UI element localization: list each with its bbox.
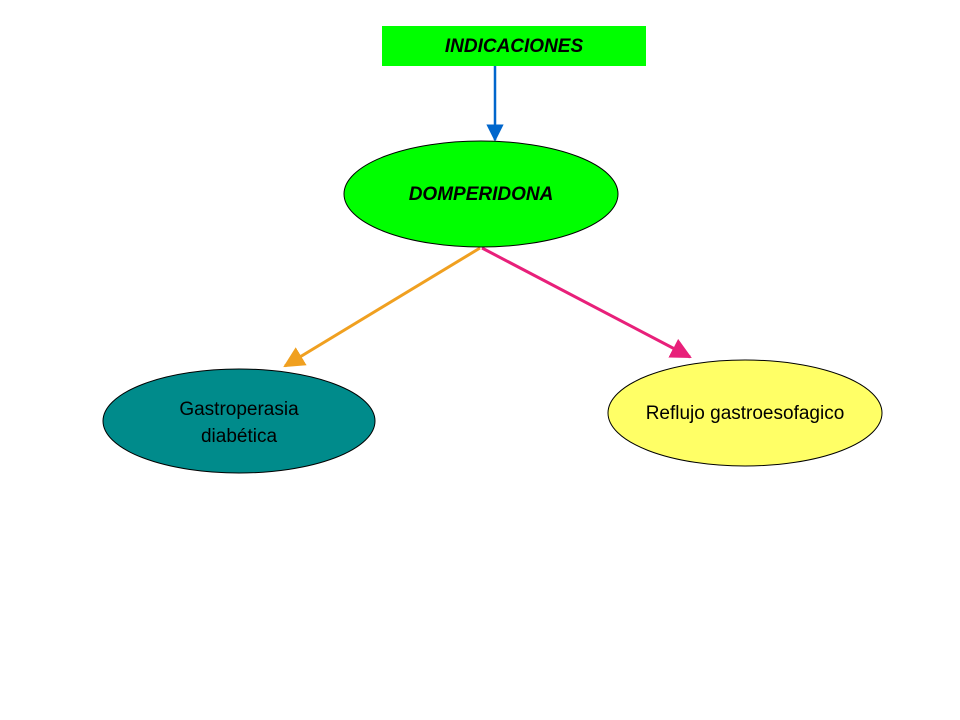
right-node xyxy=(607,359,883,467)
center-node xyxy=(343,140,619,248)
left-node xyxy=(102,368,376,474)
header-label: INDICACIONES xyxy=(445,36,584,57)
edge-center-to-left xyxy=(283,246,481,368)
center-label: DOMPERIDONA xyxy=(409,184,554,205)
header-node xyxy=(382,26,646,66)
edge-center-to-right xyxy=(481,246,692,359)
left-label-line1: Gastroperasia xyxy=(179,399,299,420)
left-label-line2: diabética xyxy=(201,426,277,447)
right-label: Reflujo gastroesofagico xyxy=(646,403,845,424)
